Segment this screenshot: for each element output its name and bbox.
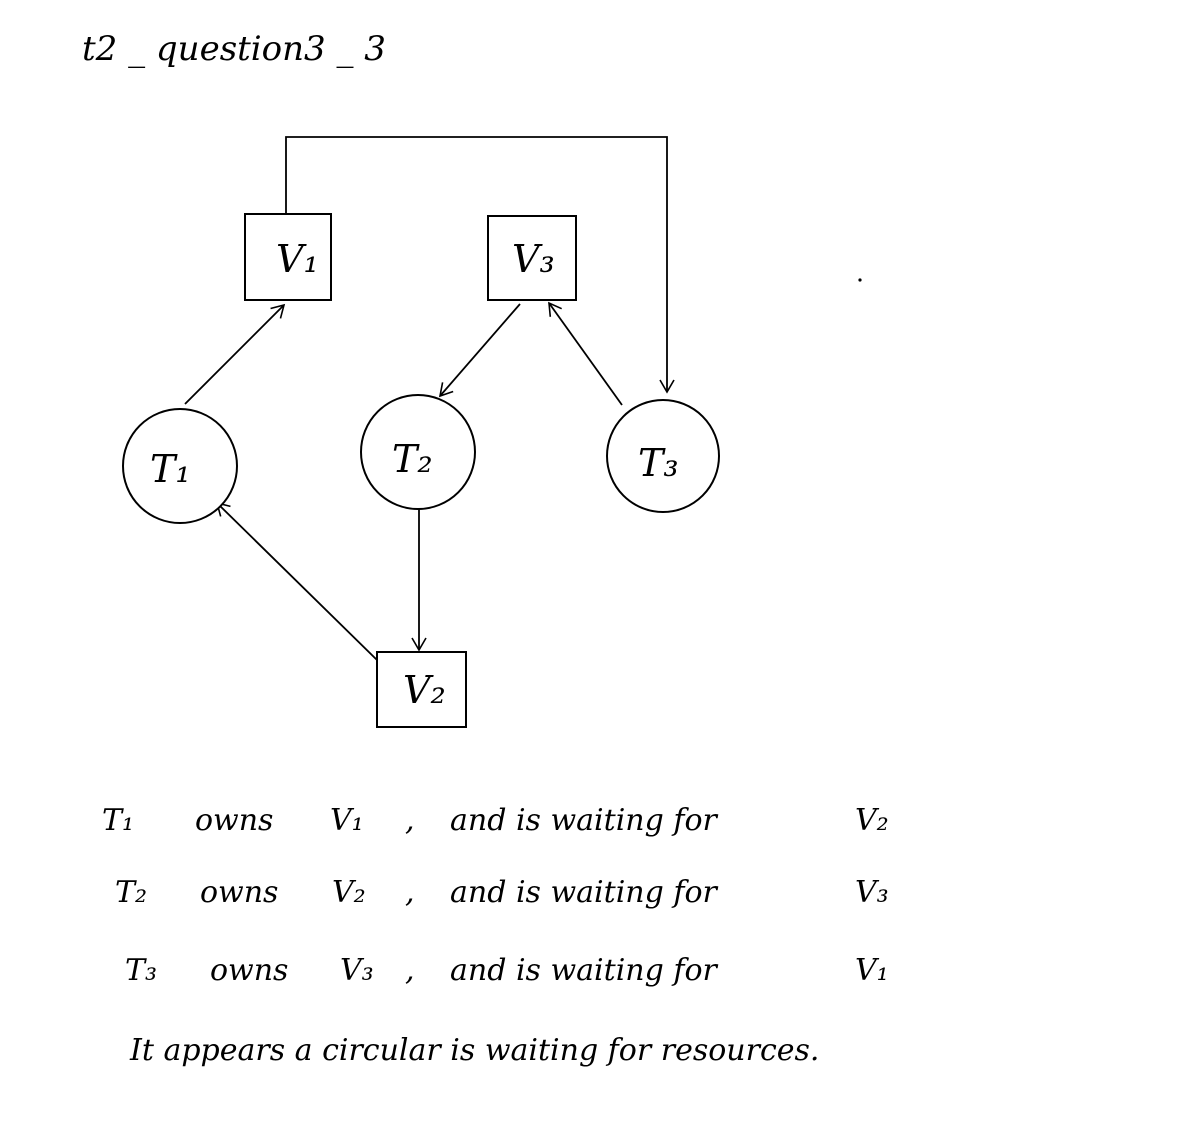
line-rest: and is waiting for xyxy=(450,953,719,988)
resource-v1: V₁ xyxy=(244,213,332,301)
edge-v3-to-t2 xyxy=(438,303,521,398)
line-sep: , xyxy=(405,875,415,910)
edge-t1-to-v1 xyxy=(184,303,286,405)
explanation-line-3: T₃ owns V₃ , and is waiting for V₁ xyxy=(125,953,889,988)
line-target: V₁ xyxy=(855,953,889,988)
line-sep: , xyxy=(405,803,415,838)
edge-v2-to-t1 xyxy=(215,501,378,661)
line-owns: owns xyxy=(195,803,273,838)
stray-dot xyxy=(858,278,862,282)
line-owns: owns xyxy=(210,953,288,988)
line-sep: , xyxy=(405,953,415,988)
line-rest: and is waiting for xyxy=(450,803,719,838)
line-owner: T₂ xyxy=(115,875,147,910)
resource-v3: V₃ xyxy=(487,215,577,301)
line-rest: and is waiting for xyxy=(450,875,719,910)
resource-v2-label: V₂ xyxy=(403,668,446,712)
thread-t2-label: T₂ xyxy=(392,437,433,481)
thread-t1: T₁ xyxy=(122,408,238,524)
resource-v3-label: V₃ xyxy=(512,237,555,281)
line-resource: V₂ xyxy=(332,875,366,910)
thread-t2: T₂ xyxy=(360,394,476,510)
line-owns: owns xyxy=(200,875,278,910)
edge-v1-to-t3 xyxy=(285,136,675,394)
resource-v1-label: V₁ xyxy=(276,237,319,281)
line-owner: T₃ xyxy=(125,953,157,988)
explanation-line-1: T₁ owns V₁ , and is waiting for V₂ xyxy=(102,803,889,838)
line-target: V₂ xyxy=(855,803,889,838)
line-resource: V₃ xyxy=(340,953,374,988)
edge-t3-to-v3 xyxy=(548,301,623,406)
resource-v2: V₂ xyxy=(376,651,467,728)
line-resource: V₁ xyxy=(330,803,364,838)
thread-t3-label: T₃ xyxy=(638,441,679,485)
conclusion-text: It appears a circular is waiting for res… xyxy=(129,1033,819,1068)
line-target: V₃ xyxy=(855,875,889,910)
explanation-line-2: T₂ owns V₂ , and is waiting for V₃ xyxy=(115,875,889,910)
thread-t3: T₃ xyxy=(606,399,720,513)
page-title: t2 _ question3 _ 3 xyxy=(82,29,386,69)
edges xyxy=(184,136,675,661)
line-owner: T₁ xyxy=(102,803,134,838)
thread-t1-label: T₁ xyxy=(150,447,191,491)
